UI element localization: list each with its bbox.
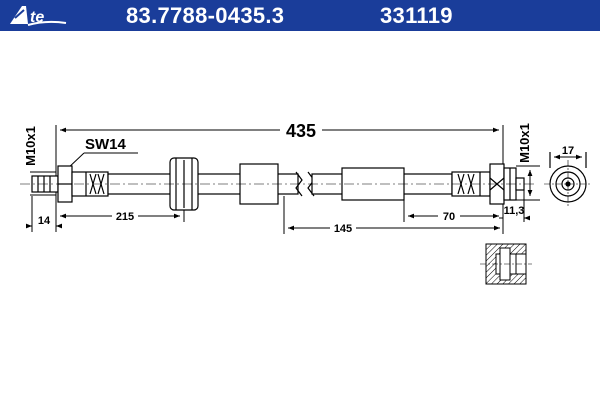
sleeve-distance-label: 215 [116,211,134,223]
end-length-left-label: 14 [38,215,51,227]
right-distance-label: 70 [443,211,455,223]
right-thread-label: M10x1 [517,123,532,163]
bottom-dimensions [26,190,530,234]
port-section-detail [480,243,532,285]
header-bar: te 83.7788-0435.3 331119 [0,0,600,31]
end-diameter-label: 17 [562,145,574,157]
right-thread-dimension: M10x1 [516,123,540,201]
wrench-size-callout: SW14 [65,136,138,171]
right-end-label: 11,3 [504,205,525,217]
brand-logo: te [10,6,67,26]
part-number: 83.7788-0435.3 [126,3,285,28]
wrench-size-label: SW14 [85,136,127,153]
mid-distance-label: 145 [334,223,352,235]
reference-number: 331119 [380,3,453,28]
end-view [544,152,592,208]
left-thread-label: M10x1 [23,126,38,166]
overall-length-label: 435 [286,121,316,141]
